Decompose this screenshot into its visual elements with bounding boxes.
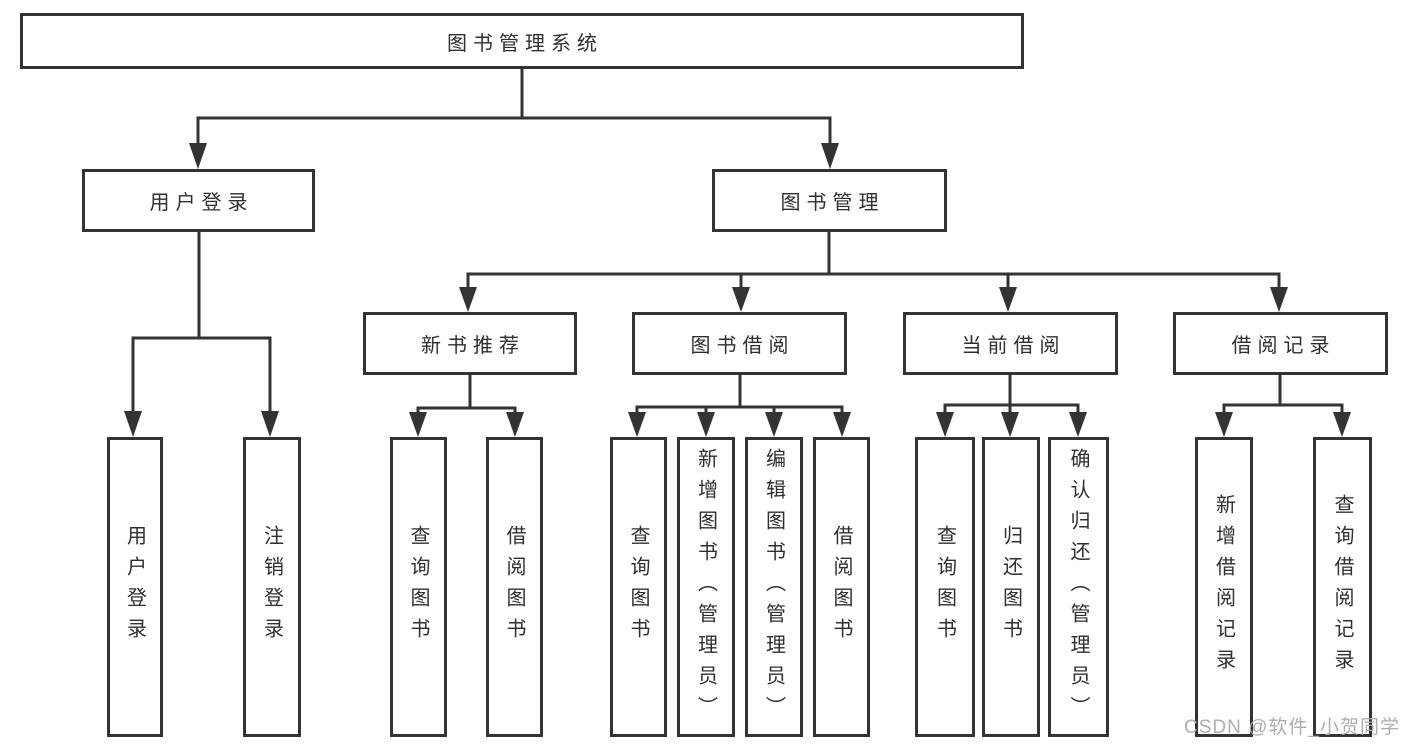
arrow-down-icon: [833, 412, 851, 437]
node-new-book-recommendation: 新书推荐: [363, 312, 577, 375]
node-borrowing-records: 借阅记录: [1173, 312, 1388, 375]
node-label: 查询借阅记录: [1331, 494, 1353, 680]
node-library-management-system: 图书管理系统: [20, 13, 1024, 69]
node-label: 编辑图书（管理员）: [762, 447, 785, 727]
node-label: 用户登录: [123, 525, 146, 649]
arrow-down-icon: [999, 287, 1017, 312]
arrow-down-icon: [459, 287, 477, 312]
node-logout-leaf: 注销登录: [243, 437, 301, 737]
node-edit-book-admin: 编辑图书（管理员）: [745, 437, 803, 737]
node-user-login-leaf: 用户登录: [107, 437, 163, 737]
arrow-down-icon: [1069, 412, 1087, 437]
node-add-borrow-record: 新增借阅记录: [1195, 437, 1253, 737]
node-book-borrowing: 图书借阅: [632, 312, 847, 375]
node-label: 注销登录: [260, 525, 283, 649]
arrow-down-icon: [1215, 412, 1233, 437]
arrow-down-icon: [261, 411, 279, 437]
node-label: 新书推荐: [421, 335, 525, 357]
arrow-down-icon: [765, 412, 783, 437]
node-query-books-current: 查询图书: [915, 437, 975, 737]
arrowhead-icons: [124, 143, 1351, 437]
node-label: 当前借阅: [961, 335, 1066, 357]
node-query-books-borrowing: 查询图书: [610, 437, 667, 737]
arrow-down-icon: [506, 412, 524, 437]
node-return-books: 归还图书: [982, 437, 1040, 737]
node-query-borrow-record: 查询借阅记录: [1313, 437, 1372, 737]
node-query-books-recommend: 查询图书: [390, 437, 447, 737]
node-label: 新增图书（管理员）: [694, 447, 717, 727]
node-book-management: 图书管理: [712, 169, 947, 232]
node-label: 图书管理系统: [447, 32, 603, 55]
node-label: 确认归还（管理员）: [1067, 447, 1089, 727]
node-label: 图书管理: [780, 192, 885, 214]
node-label: 查询图书: [627, 525, 649, 649]
node-label: 新增借阅记录: [1212, 494, 1235, 680]
arrow-down-icon: [732, 287, 750, 312]
node-borrow-books-recommend: 借阅图书: [486, 437, 543, 737]
arrow-down-icon: [697, 412, 715, 437]
node-label: 图书借阅: [690, 335, 795, 357]
node-user-login: 用户登录: [82, 169, 315, 232]
node-add-book-admin: 新增图书（管理员）: [677, 437, 735, 737]
arrow-down-icon: [1333, 412, 1351, 437]
node-label: 归还图书: [999, 525, 1022, 649]
node-confirm-return-admin: 确认归还（管理员）: [1048, 437, 1109, 737]
arrow-down-icon: [1270, 287, 1288, 312]
arrow-down-icon: [936, 412, 954, 437]
arrow-down-icon: [1001, 412, 1019, 437]
node-label: 查询图书: [933, 525, 956, 649]
node-label: 借阅图书: [830, 525, 852, 649]
arrow-down-icon: [409, 412, 427, 437]
arrow-down-icon: [821, 143, 839, 169]
arrow-down-icon: [189, 143, 207, 169]
node-label: 查询图书: [407, 525, 429, 649]
arrow-down-icon: [124, 411, 142, 437]
node-current-borrowing: 当前借阅: [903, 312, 1118, 375]
arrow-down-icon: [628, 412, 646, 437]
node-borrow-books-leaf: 借阅图书: [813, 437, 870, 737]
node-label: 用户登录: [149, 192, 254, 214]
node-label: 借阅图书: [503, 525, 525, 649]
node-label: 借阅记录: [1231, 335, 1336, 357]
csdn-watermark: CSDN @软件_小贺同学: [1184, 717, 1400, 738]
